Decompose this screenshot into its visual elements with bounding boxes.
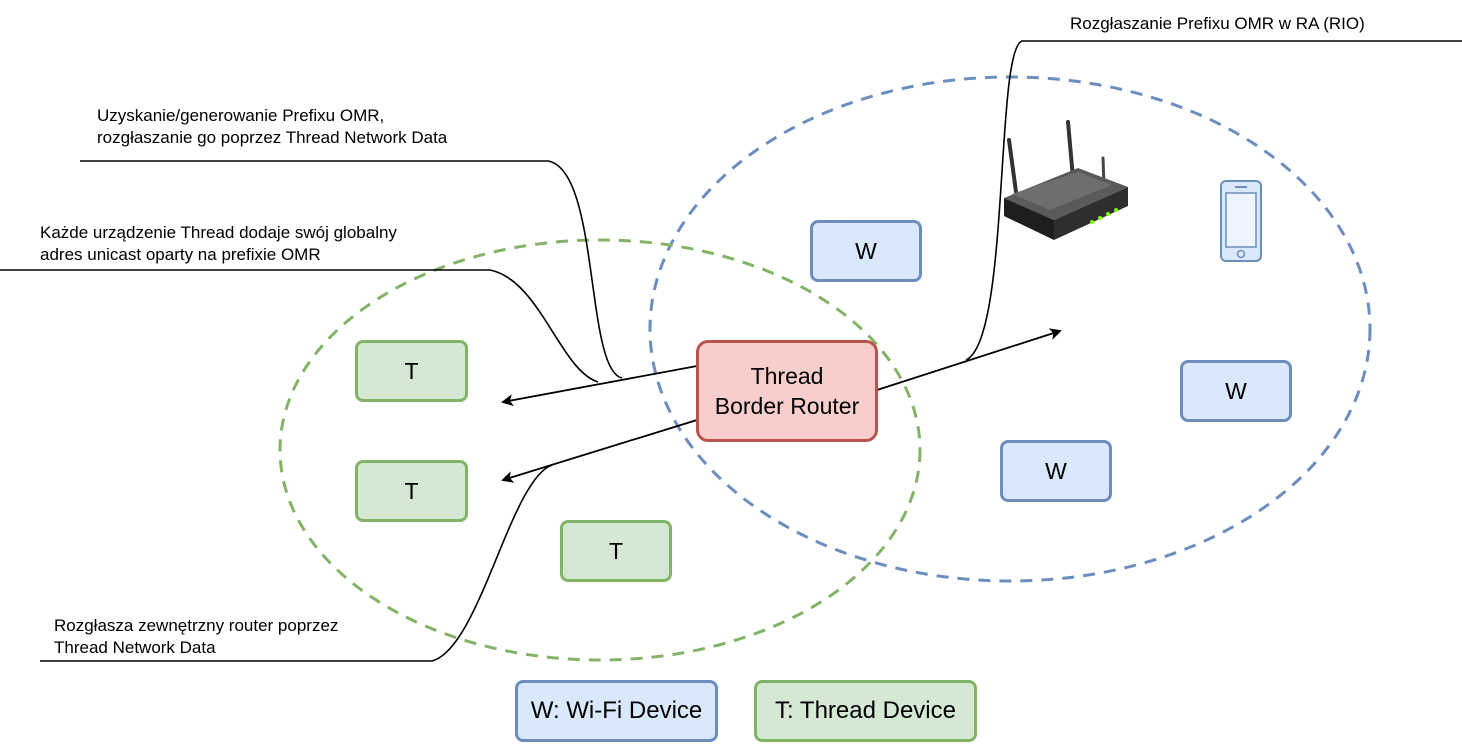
smartphone-icon	[1220, 180, 1262, 262]
arrow-to-wifi	[876, 328, 1062, 391]
thread-network-ellipse	[278, 238, 922, 662]
annotation-external-router: Rozgłasza zewnętrzny router poprzez Thre…	[54, 615, 338, 659]
legend-thread: T: Thread Device	[754, 680, 977, 742]
thread-border-router: Thread Border Router	[696, 340, 878, 442]
annotation-omr-prefix-line-2: rozgłaszanie go poprzez Thread Network D…	[97, 128, 448, 147]
callout-line-unicast	[0, 269, 599, 383]
annotation-omr-prefix-line-1: Uzyskanie/generowanie Prefixu OMR,	[97, 106, 385, 125]
wifi-node: W	[810, 220, 922, 282]
border-router-label-line-2: Border Router	[714, 393, 860, 419]
thread-node: T	[355, 460, 468, 522]
callout-line-rio	[965, 40, 1462, 361]
border-router-label-line-1: Thread	[750, 363, 824, 389]
annotation-unicast-line-1: Każde urządzenie Thread dodaje swój glob…	[40, 223, 397, 242]
wifi-node: W	[1180, 360, 1292, 422]
arrow-to-thread-1	[501, 365, 698, 407]
annotation-unicast-line-2: adres unicast oparty na prefixie OMR	[40, 245, 321, 264]
thread-node: T	[560, 520, 672, 582]
thread-node: T	[355, 340, 468, 402]
annotation-unicast: Każde urządzenie Thread dodaje swój glob…	[40, 222, 397, 266]
annotation-omr-prefix: Uzyskanie/generowanie Prefixu OMR, rozgł…	[97, 105, 447, 149]
wifi-node: W	[1000, 440, 1112, 502]
annotation-external-router-line-2: Thread Network Data	[54, 638, 216, 657]
annotation-rio: Rozgłaszanie Prefixu OMR w RA (RIO)	[1070, 14, 1365, 33]
legend-wifi: W: Wi-Fi Device	[515, 680, 718, 742]
callout-line-omr-prefix	[80, 160, 623, 379]
annotation-external-router-line-1: Rozgłasza zewnętrzny router poprzez	[54, 616, 339, 635]
wifi-router-icon	[1004, 120, 1128, 240]
callout-line-external-router	[40, 464, 553, 662]
arrow-to-thread-2	[501, 419, 698, 483]
